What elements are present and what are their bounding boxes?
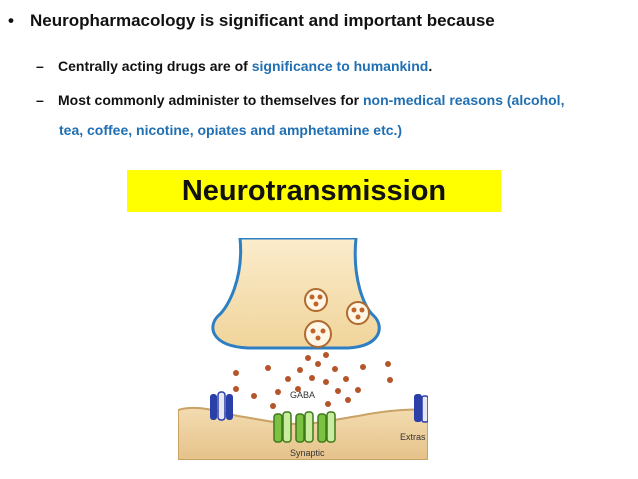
main-bullet-text: Neuropharmacology is significant and imp… xyxy=(30,11,495,30)
sub-bullet-1-end: . xyxy=(428,58,433,74)
receptor-left xyxy=(210,391,233,421)
slide-title: Neurotransmission xyxy=(181,174,447,207)
sub-bullet-1-text: Centrally acting drugs are of xyxy=(58,58,252,74)
sub-bullet-2-continuation: tea, coffee, nicotine, opiates and amphe… xyxy=(59,122,403,138)
synapse-diagram: GABA Extras Synaptic xyxy=(178,238,428,460)
receptor-center xyxy=(273,411,336,443)
main-bullet: • Neuropharmacology is significant and im… xyxy=(8,11,495,31)
sub-bullet-2: –Most commonly administer to themselves … xyxy=(36,92,564,108)
sub-bullet-2-highlight: non-medical reasons (alcohol, xyxy=(362,92,565,108)
title-banner: Neurotransmission xyxy=(127,170,501,212)
dash-symbol: – xyxy=(36,92,44,108)
receptor-right xyxy=(414,394,428,423)
extras-label: Extras xyxy=(400,432,426,442)
presynaptic-terminal xyxy=(211,238,381,350)
vesicle-group xyxy=(304,288,370,348)
bullet-symbol: • xyxy=(8,11,14,30)
dash-symbol: – xyxy=(36,58,44,74)
gaba-label: GABA xyxy=(290,390,315,400)
gaba-molecules xyxy=(233,352,393,409)
synaptic-label: Synaptic xyxy=(290,448,325,458)
sub-bullet-1-highlight: significance to humankind xyxy=(251,58,429,74)
sub-bullet-2-text: Most commonly administer to themselves f… xyxy=(58,92,363,108)
sub-bullet-1: –Centrally acting drugs are of significa… xyxy=(36,58,432,74)
